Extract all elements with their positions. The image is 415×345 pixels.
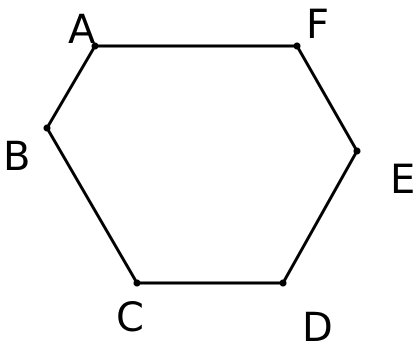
vertex-a-dot [91,42,99,50]
edge-e-d [281,149,359,285]
vertex-label-c: C [116,295,144,341]
vertex-c-dot [133,279,141,287]
vertex-label-f: F [306,2,329,48]
edge-b-a [45,44,97,130]
edge-f-e [295,44,359,153]
vertex-e-dot [353,147,361,155]
edge-c-b [45,126,139,285]
vertex-b-dot [43,124,51,132]
vertex-d-dot [279,279,287,287]
hexagon-vertices [43,42,361,287]
vertex-label-e: E [390,157,415,203]
vertex-label-b: B [3,134,30,180]
vertex-f-dot [293,42,301,50]
vertex-label-a: A [68,7,96,53]
hexagon-labels: A F B E C D [3,2,415,345]
vertex-label-d: D [302,305,333,345]
hexagon-edges [45,44,359,285]
